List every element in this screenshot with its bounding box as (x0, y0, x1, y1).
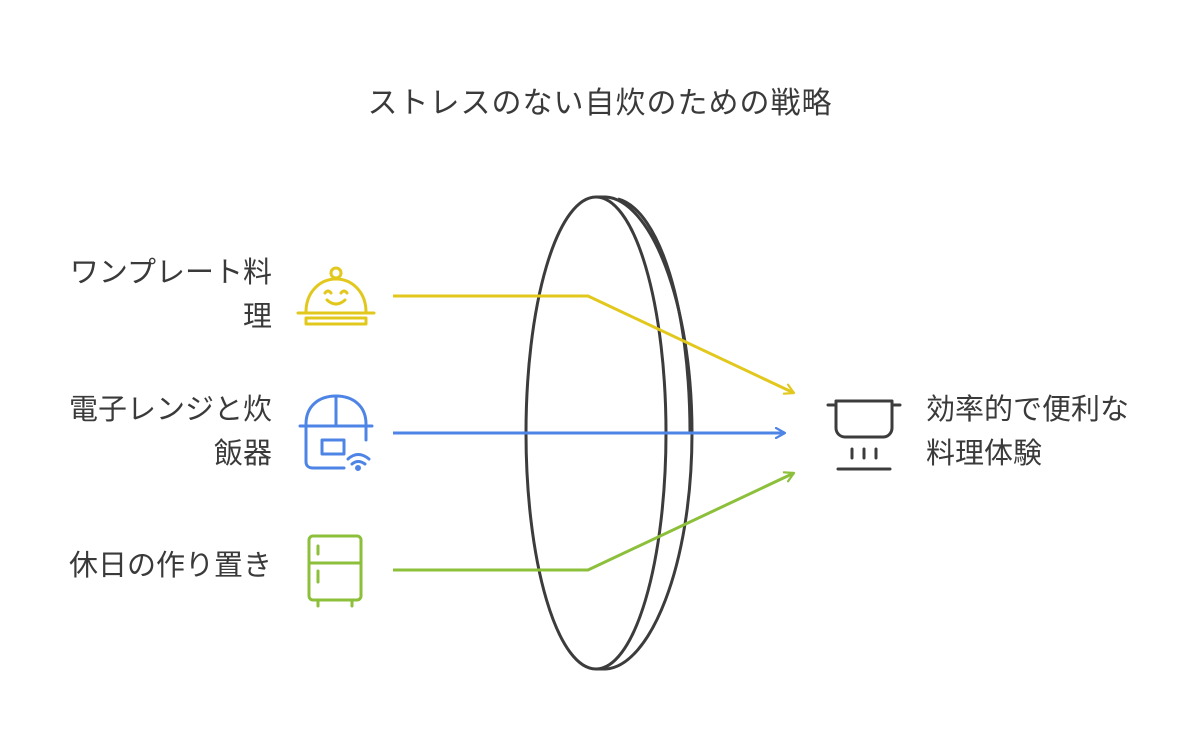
input-label-microwave-rice-cooker: 電子レンジと炊 飯器 (68, 392, 272, 470)
connector-weekend-meal-prep (393, 473, 794, 572)
diagram-title: ストレスのない自炊のための戦略 (367, 86, 833, 121)
refrigerator-icon (307, 534, 363, 608)
rice-cooker-icon (298, 394, 374, 471)
covered-dish-icon (296, 266, 376, 326)
input-label-one-plate: ワンプレート料 理 (69, 255, 272, 333)
input-label-weekend-meal-prep: 休日の作り置き (68, 548, 272, 582)
cooking-pot-icon (826, 399, 902, 471)
output-label-efficient-cooking: 効率的で便利な 料理体験 (926, 392, 1130, 470)
connector-one-plate (393, 294, 794, 393)
